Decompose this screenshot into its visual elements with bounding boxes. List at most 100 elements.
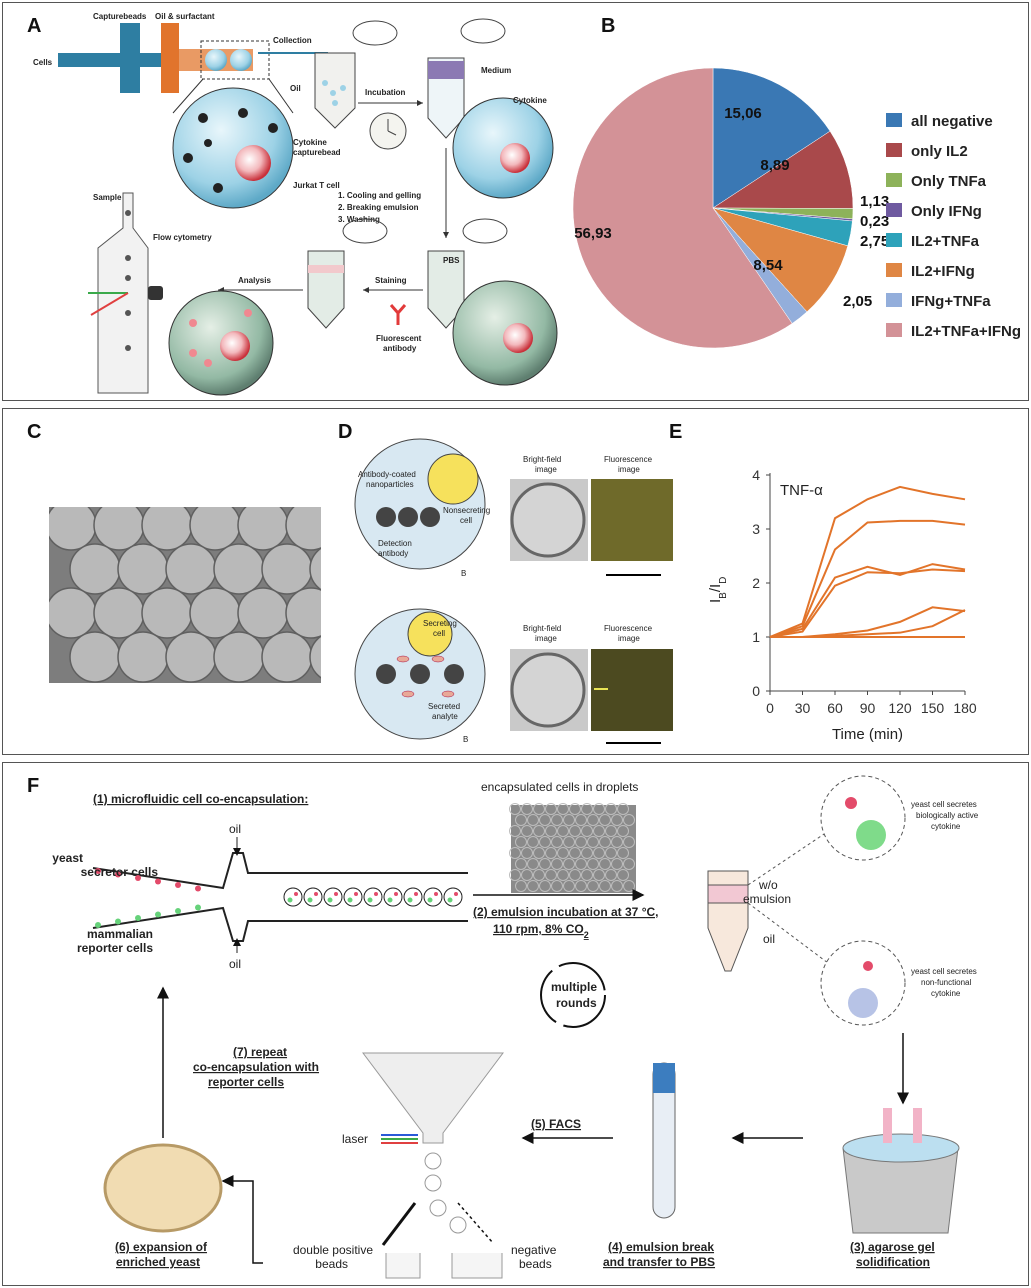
image-droplet (527, 880, 539, 892)
label-step2: 2. Breaking emulsion (338, 203, 419, 212)
x-tick-label: 30 (795, 700, 811, 716)
channel-droplet (403, 887, 423, 907)
pie-value-label: 56,93 (574, 225, 612, 242)
x-tick-label: 120 (888, 700, 912, 716)
label-active-1: yeast cell secretes (911, 800, 977, 809)
image-droplet (533, 825, 545, 837)
capture-bead-icon (172, 87, 294, 209)
micrograph-droplet (261, 543, 313, 595)
y-tick-label: 1 (752, 629, 760, 645)
label-oil-surfactant: Oil & surfactant (155, 12, 215, 21)
channel-droplet (383, 887, 403, 907)
label-negative-2: beads (519, 1257, 552, 1271)
fluorescent-antibody-icon (389, 304, 407, 325)
legend-entry: IL2+TNFa (911, 233, 980, 250)
micrograph-droplet (69, 631, 121, 683)
label-step2-2: 110 rpm, 8% CO2 (493, 922, 589, 940)
image-droplet (605, 869, 617, 881)
image-droplet (623, 880, 635, 892)
image-droplet (557, 825, 569, 837)
label-nonfunc-3: cytokine (931, 989, 961, 998)
pie-value-label: 1,13 (860, 193, 889, 210)
series-line (769, 485, 966, 638)
micrograph-droplet (237, 507, 289, 551)
image-droplet (551, 880, 563, 892)
label-analysis: Analysis (238, 276, 271, 285)
image-droplet (527, 836, 539, 848)
jurkat-cell-icon (235, 145, 271, 181)
yeast-cell-dot (115, 871, 121, 878)
x-axis-label: Time (min) (832, 726, 903, 743)
image-droplet (605, 825, 617, 837)
label-staining: Staining (375, 276, 407, 285)
image-droplet (575, 880, 587, 892)
image-droplet (515, 858, 527, 870)
panel-label-b: B (601, 15, 616, 37)
label-collection: Collection (273, 36, 312, 45)
nonfunctional-cytokine-droplet-icon (820, 940, 906, 1026)
label-cytokine-capturebead-2: capturebead (293, 148, 341, 157)
micrograph-droplet (117, 543, 169, 595)
micrograph-droplet (261, 631, 313, 683)
fluorescence-image-1 (591, 479, 673, 561)
y-axis-label-part: /I (707, 584, 724, 592)
label-fl-1: Fluorescence (604, 455, 653, 464)
image-droplet (587, 858, 599, 870)
label-step3-2: solidification (856, 1255, 930, 1269)
label-cells: Cells (33, 58, 53, 67)
image-droplet (527, 858, 539, 870)
image-droplet (509, 869, 521, 881)
image-droplet (545, 825, 557, 837)
pie-value-label: 8,54 (753, 257, 783, 274)
label-laser: laser (342, 1132, 368, 1146)
label-step2-1: (2) emulsion incubation at 37 °C, (473, 905, 659, 919)
image-droplet (533, 847, 545, 859)
pie-slice (712, 67, 831, 209)
yeast-cell-dot (155, 878, 161, 885)
yeast-cell-dot (175, 882, 181, 888)
step2-subscript: 2 (584, 930, 589, 940)
legend-entry: Only IFNg (911, 203, 982, 220)
label-step7-1: (7) repeat (233, 1045, 287, 1059)
reporter-cell-dot (195, 904, 201, 911)
image-droplet (587, 880, 599, 892)
label-step4-2: and transfer to PBS (603, 1255, 715, 1269)
image-droplet (599, 836, 611, 848)
image-droplet (509, 825, 521, 837)
yeast-cell-dot (374, 892, 378, 896)
legend-entry: IL2+IFNg (911, 263, 975, 280)
image-droplet (575, 814, 587, 826)
image-droplet (569, 825, 581, 837)
reporter-cell-dot (347, 897, 353, 903)
micrograph-droplet (237, 587, 289, 639)
micrograph-droplet (49, 587, 97, 639)
image-droplet (539, 836, 551, 848)
image-droplet (611, 880, 623, 892)
reporter-cell-dot (95, 922, 101, 928)
label-b-field-1: B (461, 569, 466, 578)
image-droplet (599, 814, 611, 826)
legend-swatch (886, 233, 902, 247)
y-axis-label-part: B (718, 592, 729, 599)
label-nonfunc-2: non-functional (921, 978, 971, 987)
panel-label-c: C (27, 421, 42, 443)
channel-droplet (283, 887, 303, 907)
image-droplet (617, 847, 629, 859)
label-step4-1: (4) emulsion break (608, 1240, 714, 1254)
yeast-cell-dot (195, 885, 201, 892)
y-axis-label: IB/ID (707, 577, 729, 603)
pie-slice (712, 130, 854, 209)
label-fluor-1: Fluorescent (376, 334, 422, 343)
label-yeast-2: secretor cells (81, 865, 159, 879)
label-nonfunc-1: yeast cell secretes (911, 967, 977, 976)
label-antibody-np-1: Antibody-coated (358, 470, 416, 479)
image-droplet (593, 847, 605, 859)
panel-label-a: A (27, 15, 42, 37)
droplet-icon (205, 49, 227, 71)
channel-droplet (303, 887, 323, 907)
label-secreted-2: analyte (432, 712, 458, 721)
image-droplet (599, 880, 611, 892)
micrograph-droplet (285, 587, 321, 639)
label-sample: Sample (93, 193, 122, 202)
image-droplet (563, 880, 575, 892)
